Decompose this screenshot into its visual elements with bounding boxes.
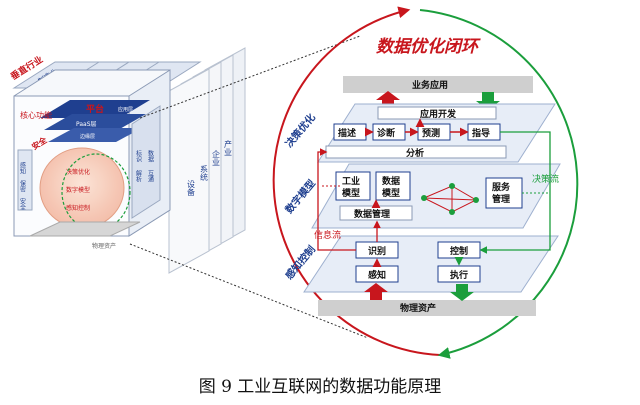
business-app-label: 业务应用 bbox=[412, 79, 448, 91]
right-strip-item: 企业 bbox=[212, 149, 221, 166]
loop-title: 数据优化闭环 bbox=[376, 37, 481, 57]
left-side-item: 感知 bbox=[19, 161, 26, 175]
decision-flow-path bbox=[479, 131, 551, 254]
info-flow-path bbox=[317, 148, 356, 251]
platform-label: 平台 bbox=[86, 103, 104, 115]
info-flow-label: 信息流 bbox=[314, 229, 341, 241]
diagram-figure: 产业 企业 系统 设备 垂直行业 制造业 能源 医疗 交通 平台 PaaS层 边… bbox=[8, 6, 579, 359]
right-side-item: 数据 bbox=[147, 149, 154, 163]
analysis-label: 分析 bbox=[406, 147, 424, 159]
left-side-item: 保密 bbox=[19, 179, 26, 193]
industrial-model-box bbox=[335, 171, 371, 201]
sense-layer bbox=[303, 235, 559, 293]
paas-label: PaaS层 bbox=[76, 121, 97, 128]
left-side-item: 安全 bbox=[19, 197, 26, 210]
right-side-item: 互通 bbox=[147, 170, 154, 183]
control-label: 控制 bbox=[450, 245, 468, 257]
module-label: 预测 bbox=[422, 127, 440, 139]
core-function-label: 核心功能 bbox=[20, 110, 52, 120]
right-strip-item: 系统 bbox=[200, 164, 209, 182]
connector-line bbox=[129, 243, 369, 339]
connector-line bbox=[139, 35, 361, 119]
service-mgmt-label-line: 服务 bbox=[492, 181, 511, 193]
data-model-box bbox=[375, 171, 411, 201]
execute-box bbox=[437, 265, 481, 283]
right-strip-item: 产业 bbox=[224, 139, 233, 156]
service-mgmt-label-line: 管理 bbox=[492, 193, 510, 205]
cube-bottom-label: 物理资产 bbox=[92, 242, 116, 250]
identify-label: 识别 bbox=[368, 245, 386, 257]
right-side-item: 标识 bbox=[135, 149, 142, 163]
physical-asset-label: 物理资产 bbox=[400, 302, 436, 314]
app-dev-label: 应用开发 bbox=[420, 108, 457, 120]
bubble-loop-label: 数字模型 bbox=[66, 186, 90, 194]
module-label: 诊断 bbox=[377, 127, 395, 139]
right-strip-item: 设备 bbox=[187, 179, 196, 197]
industrial-model-label-line: 工业 bbox=[342, 175, 360, 187]
optimization-loop: 数据优化闭环 业务应用 决策优化 应用开发 描述 诊断 预测 指导 分析 数字模… bbox=[272, 6, 579, 359]
left-cube: 产业 企业 系统 设备 垂直行业 制造业 能源 医疗 交通 平台 PaaS层 边… bbox=[8, 47, 246, 274]
execute-label: 执行 bbox=[450, 269, 468, 281]
app-layer-label: 应用层 bbox=[118, 106, 133, 113]
data-model-label-line: 数据 bbox=[382, 175, 400, 187]
layer-label-model: 数字模型 bbox=[282, 177, 318, 216]
sense-label: 感知 bbox=[368, 269, 386, 281]
right-side-item: 解析 bbox=[135, 169, 142, 183]
physical-asset-bar bbox=[318, 300, 536, 316]
app-dev-box bbox=[377, 106, 497, 120]
module-label: 指导 bbox=[472, 127, 490, 139]
layer-label-decision: 决策优化 bbox=[282, 111, 318, 150]
data-mgmt-label: 数据管理 bbox=[354, 208, 390, 220]
edge-layer-label: 边缘层 bbox=[80, 133, 95, 140]
figure-caption: 图 9 工业互联网的数据功能原理 bbox=[198, 377, 442, 397]
business-app-bar bbox=[343, 76, 533, 93]
bubble-loop-label: 决策优化 bbox=[66, 168, 90, 176]
module-label: 描述 bbox=[338, 127, 356, 139]
data-model-label-line: 模型 bbox=[382, 187, 400, 199]
network-graph-icon bbox=[421, 183, 479, 215]
decision-flow-label: 决策流 bbox=[532, 173, 559, 185]
service-mgmt-box bbox=[485, 177, 523, 209]
bubble-loop-label: 感知控制 bbox=[66, 204, 90, 212]
industrial-model-label-line: 模型 bbox=[342, 187, 360, 199]
